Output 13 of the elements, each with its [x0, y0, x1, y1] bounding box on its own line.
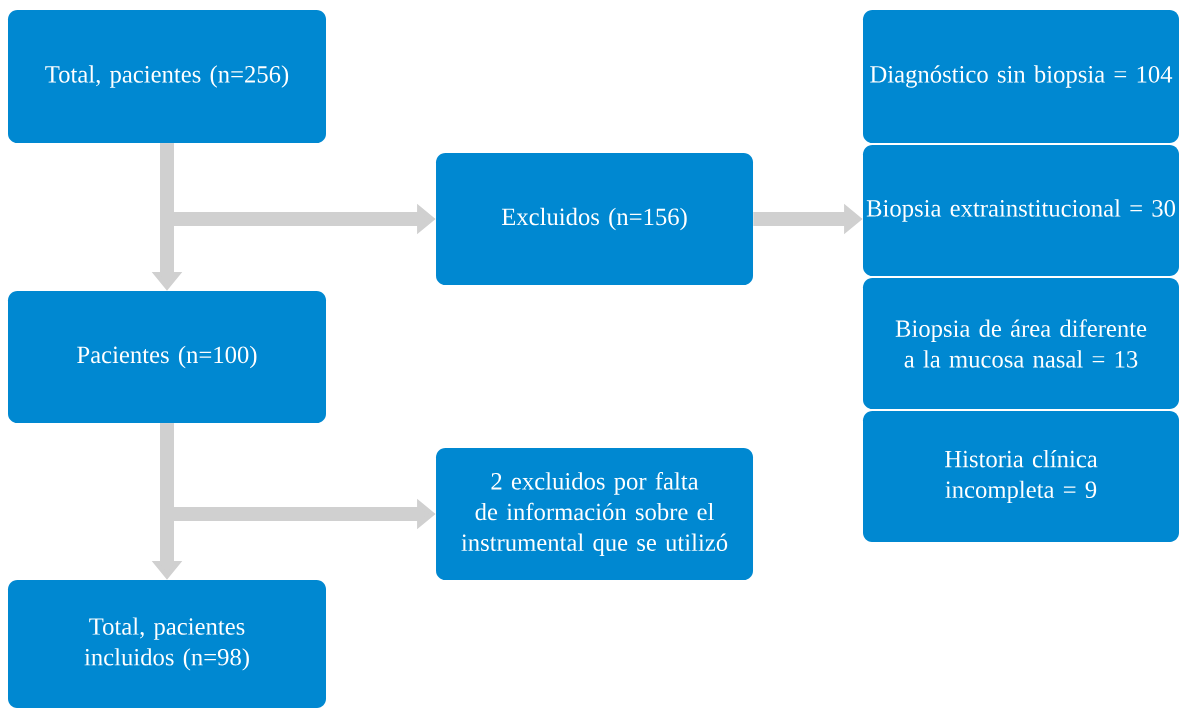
process-box: Biopsia extrainstitucional = 30	[863, 145, 1179, 276]
process-box: Excluidos (n=156)	[436, 153, 753, 285]
node-label: Biopsia extrainstitucional = 30	[866, 199, 1176, 222]
node-label: Diagnóstico sin biopsia = 104	[870, 65, 1173, 88]
process-box: Total, pacientes incluidos (n=98)	[8, 580, 326, 708]
process-box: Historia clínica incompleta = 9	[863, 411, 1179, 542]
process-box: Total, pacientes (n=256)	[8, 10, 326, 143]
node-label: Historia clínica incompleta = 9	[945, 449, 1098, 504]
process-box: Pacientes (n=100)	[8, 291, 326, 423]
process-box: Diagnóstico sin biopsia = 104	[863, 10, 1179, 143]
node-label: Biopsia de área diferente a la mucosa nasal = 13	[895, 319, 1147, 368]
process-box: Biopsia de área diferente a la mucosa nasal = 13	[863, 278, 1179, 409]
process-box: 2 excluidos por falta de información sobre el instrumental que se utilizó	[436, 448, 753, 580]
